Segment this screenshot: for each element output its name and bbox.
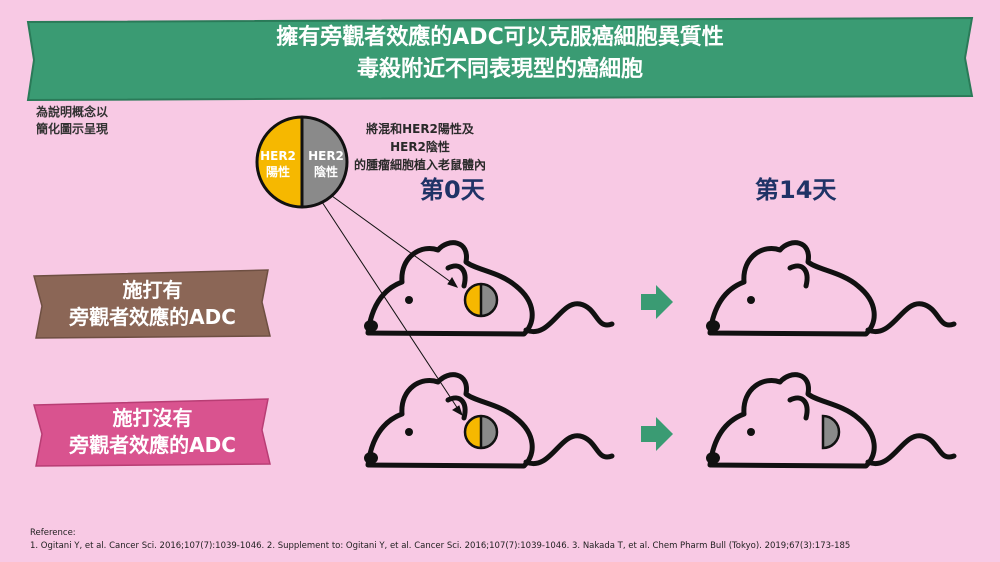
note-line-1: 為說明概念以 xyxy=(36,105,109,119)
reference-heading: Reference: xyxy=(30,528,76,538)
desc-line-1: 將混和HER2陽性及HER2陰性 xyxy=(366,122,474,154)
title-banner xyxy=(26,16,974,102)
row-label-without-bystander: 施打沒有 旁觀者效應的ADC xyxy=(40,405,265,459)
legend-negative-line1: HER2 xyxy=(308,149,344,163)
day14-label: 第14天 xyxy=(755,176,837,204)
title-line-2: 毒殺附近不同表現型的癌細胞 xyxy=(356,57,643,82)
reference-section: Reference: 1. Ogitani Y, et al. Cancer S… xyxy=(30,527,850,553)
title-line-1: 擁有旁觀者效應的ADC可以克服癌細胞異質性 xyxy=(276,25,724,50)
mouse-day14-with xyxy=(706,240,957,337)
row-label-bg-without-bystander xyxy=(33,398,271,467)
illustration-note: 為說明概念以 簡化圖示呈現 xyxy=(36,104,108,138)
row2-line-2: 旁觀者效應的ADC xyxy=(69,433,236,457)
page-title: 擁有旁觀者效應的ADC可以克服癌細胞異質性 毒殺附近不同表現型的癌細胞 xyxy=(40,22,960,86)
cell-legend: HER2 陽性 HER2 陰性 xyxy=(255,115,349,209)
arrow-right-icon xyxy=(641,285,673,319)
legend-positive-line1: HER2 xyxy=(260,149,296,163)
tumor-day0-without xyxy=(463,414,499,450)
mouse-day14-without xyxy=(706,372,957,469)
implant-description: 將混和HER2陽性及HER2陰性 的腫瘤細胞植入老鼠體內 xyxy=(350,120,490,174)
note-line-2: 簡化圖示呈現 xyxy=(36,122,109,136)
legend-positive-line2: 陽性 xyxy=(266,164,290,179)
day0-label: 第0天 xyxy=(420,176,485,204)
her2-negative-half xyxy=(302,117,347,207)
row1-line-2: 旁觀者效應的ADC xyxy=(69,305,236,329)
pointer-lines xyxy=(321,195,463,417)
mouse-day0-without xyxy=(364,372,615,469)
tumor-day0-with xyxy=(463,282,499,318)
tumor-day14-without xyxy=(821,414,841,450)
her2-positive-half xyxy=(257,117,302,207)
row1-line-1: 施打有 xyxy=(122,278,183,302)
mouse-day0-with xyxy=(364,240,615,337)
row2-line-1: 施打沒有 xyxy=(112,406,193,430)
reference-text: 1. Ogitani Y, et al. Cancer Sci. 2016;10… xyxy=(30,541,851,551)
legend-negative-line2: 陰性 xyxy=(314,164,338,179)
row-label-with-bystander: 施打有 旁觀者效應的ADC xyxy=(40,277,265,331)
arrow-right-icon xyxy=(641,417,673,451)
row-label-bg-with-bystander xyxy=(33,269,271,339)
desc-line-2: 的腫瘤細胞植入老鼠體內 xyxy=(353,158,486,172)
